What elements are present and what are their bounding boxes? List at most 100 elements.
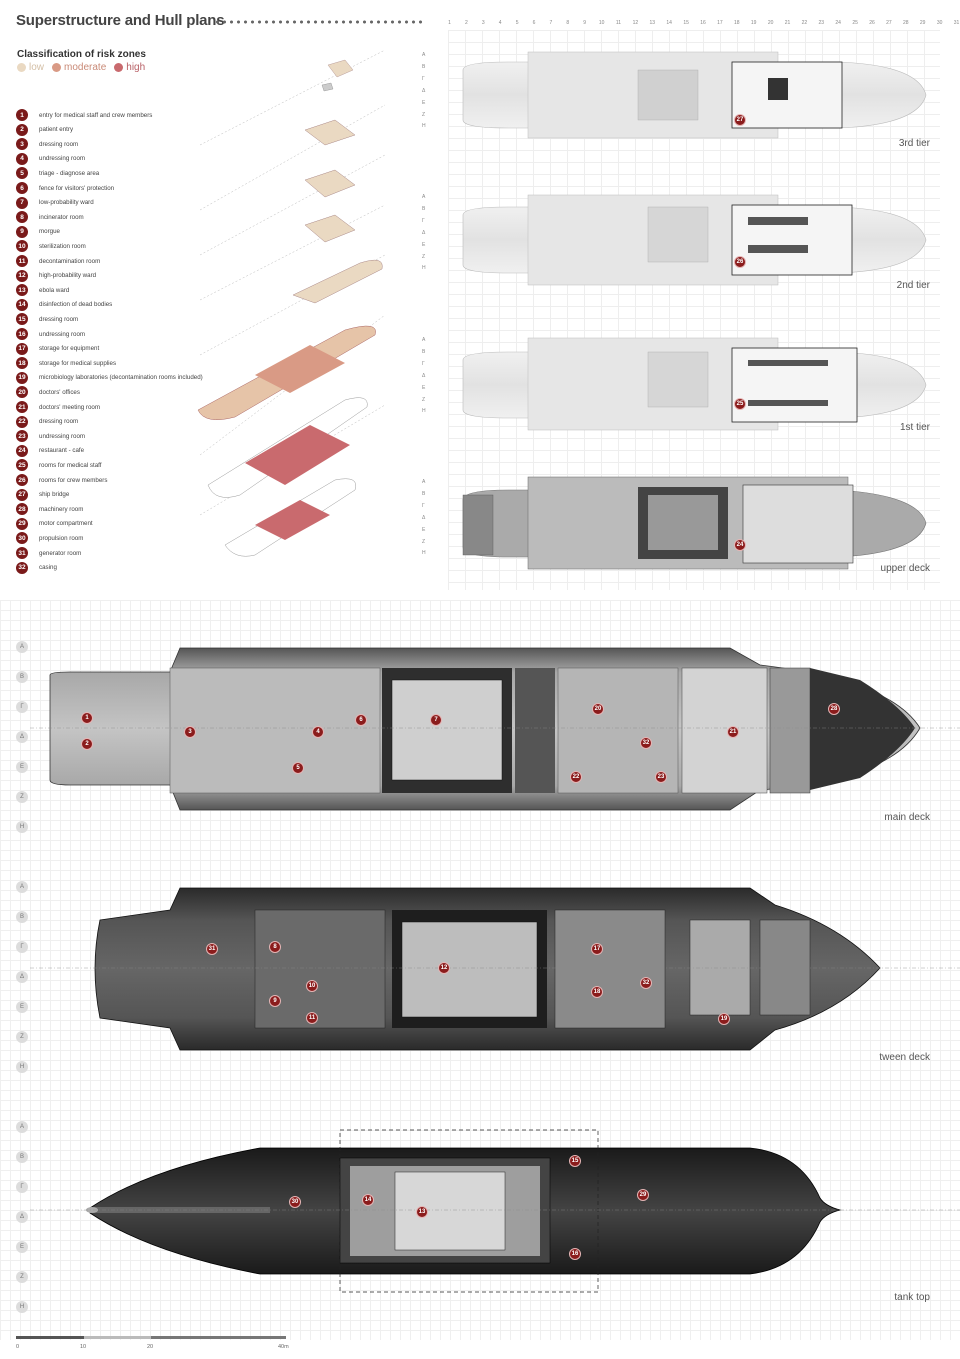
scale-tick: 40m xyxy=(278,1344,289,1350)
legend-item-number: 29 xyxy=(16,517,28,530)
grid-row-letter: Z xyxy=(422,253,426,260)
legend-item-number: 31 xyxy=(16,547,28,559)
grid-row-letter: B xyxy=(422,348,426,355)
grid-row-marker: Γ xyxy=(16,941,28,953)
grid-column-number: 18 xyxy=(734,20,740,26)
legend-item-number: 32 xyxy=(16,561,28,574)
grid-row-marker: Δ xyxy=(16,731,28,743)
tier1-plan xyxy=(462,337,927,431)
scale-tick: 20 xyxy=(147,1344,154,1350)
risk-legend: low moderate high xyxy=(17,62,145,73)
legend-item-label: storage for medical supplies xyxy=(39,359,117,367)
legend-item-label: rooms for medical staff xyxy=(39,461,102,469)
grid-column-number: 27 xyxy=(886,20,892,26)
legend-item-label: high-probability ward xyxy=(39,272,97,280)
legend-item-label: generator room xyxy=(39,549,82,557)
grid-column-number: 13 xyxy=(649,20,656,26)
grid-row-letter: E xyxy=(422,99,426,106)
legend-item-label: decontamination room xyxy=(39,257,101,265)
room-pin-19: 19 xyxy=(718,1013,730,1025)
legend-item-label: dressing room xyxy=(39,140,79,148)
room-pin-25: 25 xyxy=(734,398,746,410)
plan-label-1st-tier: 1st tier xyxy=(899,422,930,433)
tier2-plan xyxy=(462,194,927,286)
legend-item-label: restaurant - cafe xyxy=(39,447,85,455)
grid-row-marker: B xyxy=(16,671,28,683)
room-pin-22: 22 xyxy=(570,771,582,783)
plan-label-tween-deck: tween deck xyxy=(879,1052,930,1063)
legend-item-number: 21 xyxy=(16,401,28,413)
room-pin-27: 27 xyxy=(734,114,746,126)
grid-row-marker: Γ xyxy=(16,701,28,713)
grid-row-letter: E xyxy=(422,526,426,533)
grid-row-letter: H xyxy=(422,265,426,272)
grid-row-letter: Δ xyxy=(422,229,426,236)
legend-item-label: patient entry xyxy=(39,126,74,134)
legend-item-number: 18 xyxy=(16,357,28,370)
plan-label-3rd-tier: 3rd tier xyxy=(898,138,930,149)
grid-column-number: 19 xyxy=(750,20,757,26)
risk-swatch xyxy=(114,63,124,72)
grid-row-marker: A xyxy=(16,1121,28,1133)
legend-item-number: 4 xyxy=(16,152,28,165)
grid-column-number: 15 xyxy=(683,20,689,26)
room-pin-24: 24 xyxy=(734,539,746,551)
legend-item-label: dressing room xyxy=(39,418,79,426)
scale-bar-graphic xyxy=(16,1336,286,1339)
legend-item-number: 26 xyxy=(16,474,28,486)
tween-deck-plan xyxy=(30,887,960,1051)
room-pin-26: 26 xyxy=(734,256,746,268)
grid-row-letter: H xyxy=(422,408,426,415)
grid-column-number: 26 xyxy=(869,20,875,26)
scale-bar: 0 10 20 40m xyxy=(16,1334,289,1354)
legend-item-label: undressing room xyxy=(39,330,86,338)
grid-column-number: 7 xyxy=(549,20,553,26)
legend-item-label: dressing room xyxy=(39,315,79,323)
tier3-plan xyxy=(462,51,927,139)
room-pin-29: 29 xyxy=(637,1189,649,1201)
grid-column-number: 17 xyxy=(717,20,723,26)
grid-column-number: 1 xyxy=(448,20,451,26)
legend-item-number: 19 xyxy=(16,371,28,384)
legend-item-number: 2 xyxy=(16,123,28,136)
legend-item-label: propulsion room xyxy=(39,534,84,542)
grid-column-number: 6 xyxy=(532,20,536,26)
room-pin-23: 23 xyxy=(655,771,667,783)
risk-label: high xyxy=(126,62,146,73)
legend-title: Classification of risk zones xyxy=(17,49,146,60)
grid-column-number: 14 xyxy=(666,20,672,26)
grid-row-marker: E xyxy=(16,1001,28,1013)
grid-column-number: 30 xyxy=(936,20,943,26)
room-pin-13: 13 xyxy=(416,1206,428,1218)
risk-swatch xyxy=(17,63,26,72)
grid-row-letter: A xyxy=(422,479,426,485)
grid-row-letter: E xyxy=(422,241,426,248)
grid-column-number: 8 xyxy=(566,20,570,26)
plan-label-tank-top: tank top xyxy=(894,1292,930,1303)
room-pin-18: 18 xyxy=(591,986,603,998)
legend-item-number: 22 xyxy=(16,415,28,428)
grid-column-number: 23 xyxy=(818,20,825,26)
grid-row-letter: Δ xyxy=(422,87,426,94)
grid-row-letter: E xyxy=(422,384,426,391)
grid-row-letter: Γ xyxy=(422,502,425,509)
grid-row-letter: Z xyxy=(422,538,426,545)
room-pin-4: 4 xyxy=(312,726,324,738)
legend-item: 22 dressing room xyxy=(16,415,206,428)
legend-item: 18 storage for medical supplies xyxy=(16,357,206,370)
grid-row-letter: H xyxy=(422,123,426,130)
legend-item-number: 23 xyxy=(16,430,28,443)
legend-item-label: machinery room xyxy=(39,505,84,513)
room-pin-7: 7 xyxy=(430,714,442,726)
legend-item-label: doctors' offices xyxy=(39,388,80,396)
risk-high: high xyxy=(114,62,145,73)
grid-column-number: 29 xyxy=(919,20,926,26)
